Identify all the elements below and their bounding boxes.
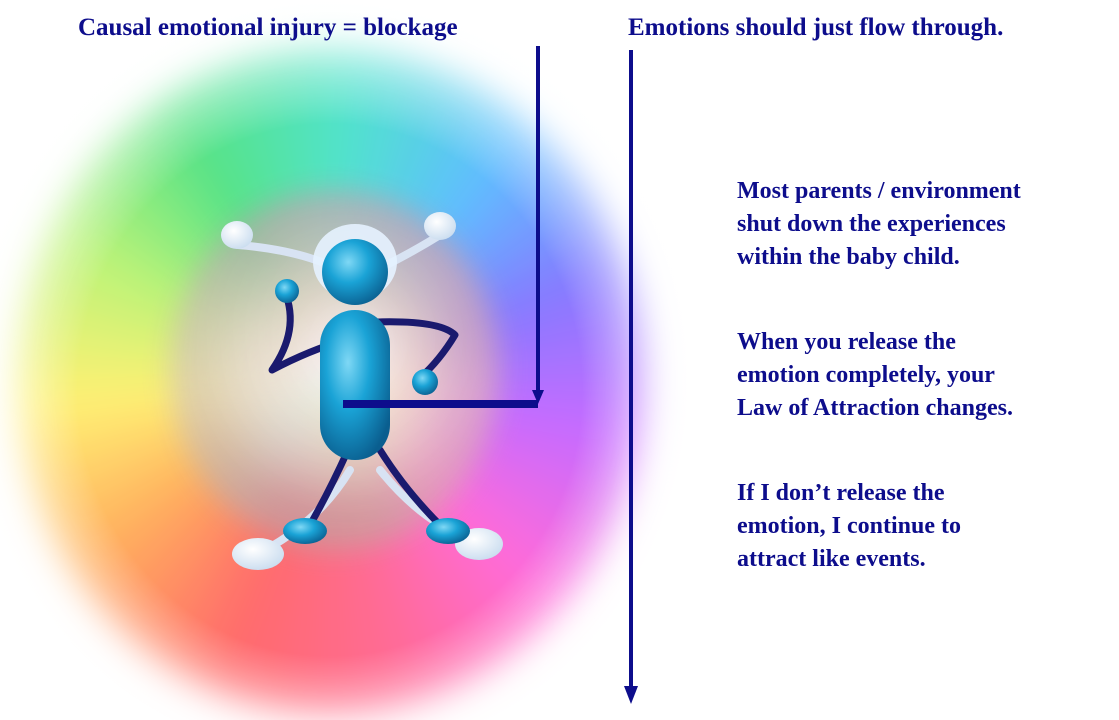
- paragraph-release: When you release the emotion completely,…: [737, 329, 1013, 421]
- paragraph-parents: Most parents / environment shut down the…: [737, 178, 1021, 270]
- heading-flow: Emotions should just flow through.: [628, 14, 1004, 41]
- paragraph-attract: If I don’t release the emotion, I contin…: [737, 480, 961, 572]
- flow-arrow-icon: [624, 50, 638, 704]
- stick-figure-icon: [221, 212, 503, 570]
- heading-blockage: Causal emotional injury = blockage: [78, 14, 458, 41]
- blockage-arrow-icon: [343, 46, 544, 408]
